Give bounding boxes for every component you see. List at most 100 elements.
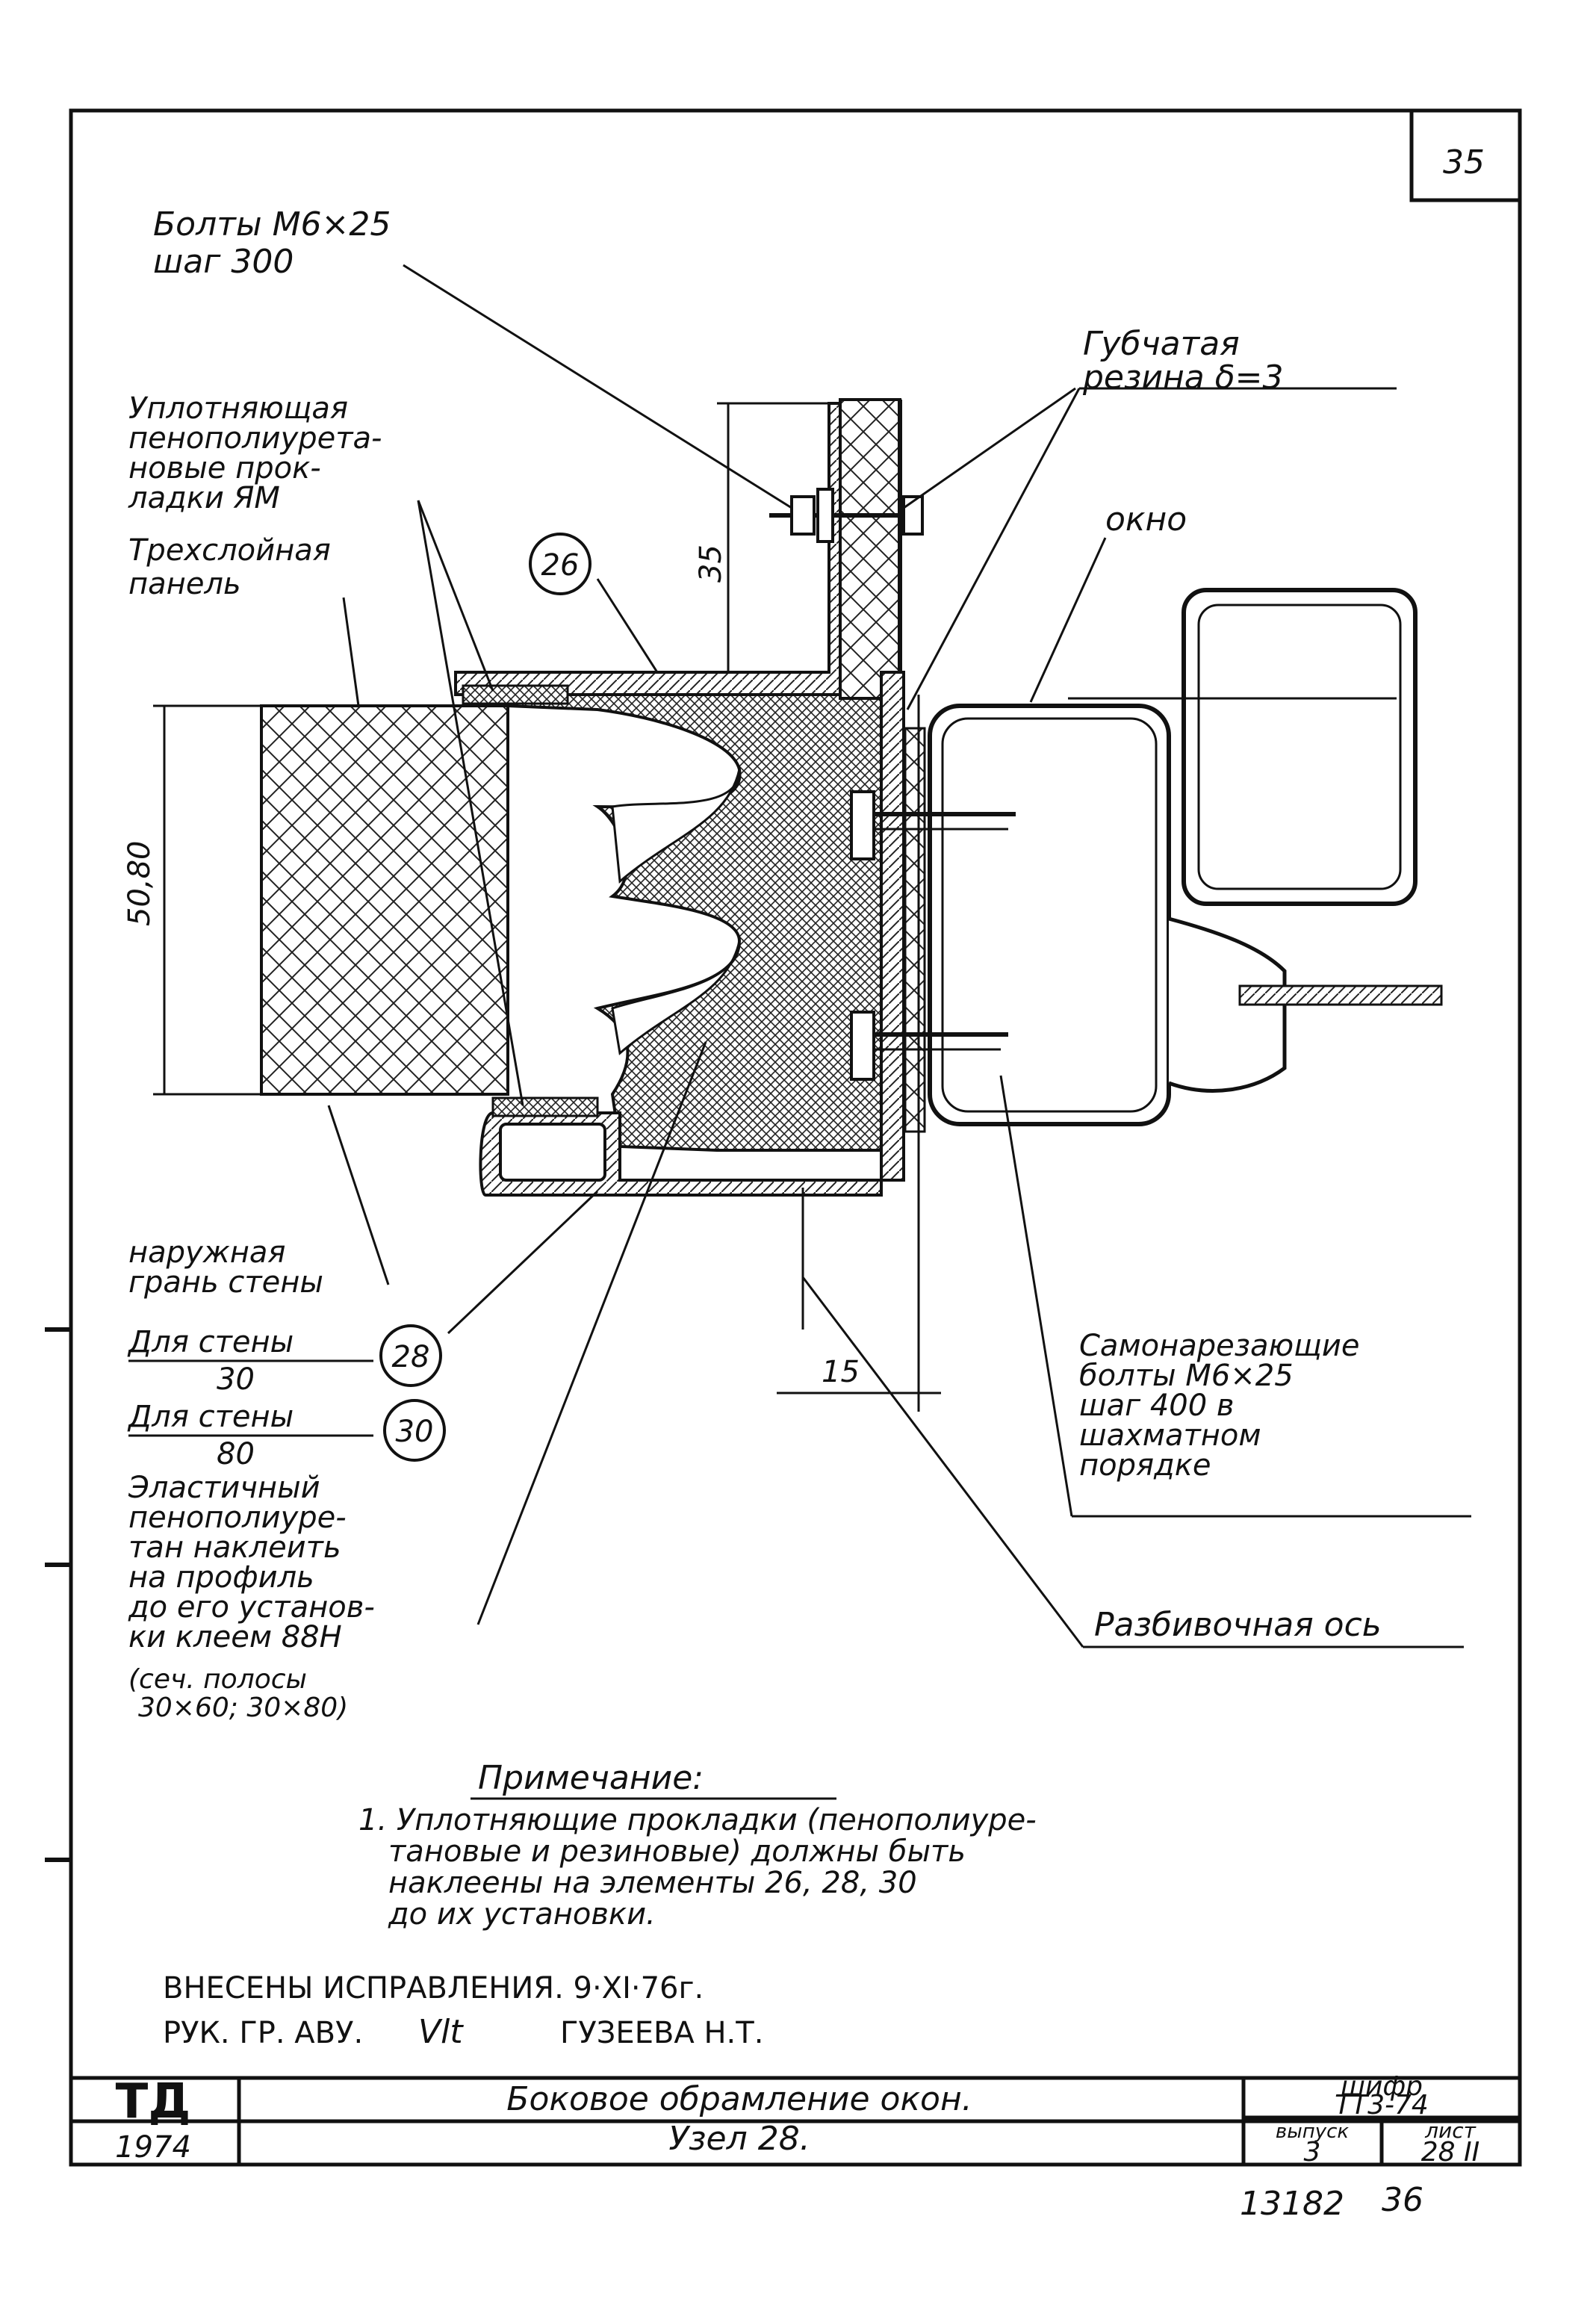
label-bolts: Болты М6×25 шаг 300 [153, 205, 391, 281]
callout-28: 28 [379, 1324, 442, 1387]
elastic-foam-fill [507, 670, 883, 1152]
code-label: шифр [1341, 2071, 1423, 2102]
window-frame-inner [941, 717, 1158, 1113]
issue: 3 [1304, 2137, 1321, 2168]
revision-note: ВНЕСЕНЫ ИСПРАВЛЕНИЯ. 9·XI·76г. РУК. ГР. … [163, 1971, 763, 2051]
label-window: окно [1105, 500, 1187, 539]
note-title: Примечание: [478, 1759, 704, 1797]
glazing-bead [1238, 984, 1443, 1006]
seal-strip-bottom [491, 1096, 599, 1117]
dimensions: 35 50,80 15 [122, 402, 941, 1394]
svg-text:ВНЕСЕНЫ ИСПРАВЛЕНИЯ. 9·XI·76г: ВНЕСЕНЫ ИСПРАВЛЕНИЯ. 9·XI·76г. [163, 1971, 704, 2005]
dim-15: 15 [822, 1355, 860, 1389]
dim-50-80: 50,80 [122, 840, 157, 926]
svg-text:Болты М6×25: Болты М6×25 [153, 205, 391, 243]
drawing-subtitle: Узел 28. [668, 2120, 810, 2158]
seal-strip-top [462, 684, 569, 705]
svg-text:ГУЗЕЕВА Н.Т.: ГУЗЕЕВА Н.Т. [560, 2016, 763, 2050]
svg-text:30×60; 30×80): 30×60; 30×80) [138, 1693, 348, 1723]
svg-text:пенополиурета-: пенополиурета- [128, 421, 382, 456]
window-frame-outer [928, 704, 1171, 1126]
svg-text:80: 80 [217, 1437, 255, 1471]
label-self-tapping-bolts: Самонарезающие болты М6×25 шаг 400 в шах… [1079, 1329, 1360, 1483]
label-wall-80: Для стены 80 [127, 1400, 373, 1471]
callout-30: 30 [383, 1399, 446, 1462]
svg-text:Губчатая: Губчатая [1083, 325, 1240, 363]
svg-text:РУК. ГР. АВУ.: РУК. ГР. АВУ. [163, 2016, 363, 2050]
svg-text:шаг 400 в: шаг 400 в [1079, 1389, 1234, 1423]
section-drawing [260, 398, 1443, 1412]
sheet-number-box [1409, 108, 1522, 202]
svg-text:Для стены: Для стены [127, 1325, 294, 1359]
svg-text:грань стены: грань стены [128, 1265, 323, 1300]
svg-text:Уплотняющая: Уплотняющая [128, 391, 348, 426]
self-tapping-bolt-1 [850, 790, 1016, 860]
svg-text:тановые и резиновые) должны бы: тановые и резиновые) должны быть [388, 1834, 966, 1869]
self-tapping-bolt-2 [850, 1011, 1008, 1081]
sheet: 28 II [1421, 2137, 1480, 2168]
svg-text:Для стены: Для стены [127, 1400, 294, 1434]
org-mark: ТД [116, 2074, 191, 2129]
label-elastic-foam: Эластичный пенополиуре- тан наклеить на … [128, 1471, 375, 1654]
svg-text:болты М6×25: болты М6×25 [1079, 1359, 1294, 1393]
sheet-label: лист [1424, 2118, 1476, 2143]
svg-text:28: 28 [392, 1340, 430, 1374]
sponge-rubber-pad [839, 398, 901, 700]
title-block: ТД 1974 Боковое обрамление окон. Узел 28… [71, 2071, 1520, 2168]
label-strips: (сеч. полосы 30×60; 30×80) [128, 1664, 348, 1723]
svg-text:Эластичный: Эластичный [128, 1471, 320, 1505]
sheet-number: 35 [1443, 143, 1485, 182]
tongue-cutout [611, 769, 741, 884]
drawing-title: Боковое обрамление окон. [506, 2080, 972, 2118]
callout-26: 26 [529, 533, 591, 595]
page-number: 36 [1382, 2181, 1423, 2219]
svg-text:шахматном: шахматном [1079, 1418, 1261, 1453]
dim-35: 35 [694, 545, 728, 583]
label-panel: Трехслойная панель [128, 533, 331, 601]
issue-label: выпуск [1276, 2120, 1350, 2143]
svg-text:панель: панель [128, 567, 241, 601]
profile-26 [454, 402, 853, 696]
svg-text:наклеены на элементы 26, 28, 3: наклеены на элементы 26, 28, 30 [388, 1866, 917, 1900]
label-sponge-rubber: Губчатая резина δ=3 [1082, 325, 1284, 397]
svg-text:шаг 300: шаг 300 [153, 243, 294, 281]
svg-text:ладки ЯМ: ладки ЯМ [128, 481, 280, 515]
svg-text:до их установки.: до их установки. [388, 1897, 656, 1932]
svg-text:ки клеем 88Н: ки клеем 88Н [128, 1620, 342, 1654]
window-sash-outer [1182, 588, 1418, 906]
svg-text:наружная: наружная [128, 1235, 286, 1270]
svg-text:1. Уплотняющие прокладки (пено: 1. Уплотняющие прокладки (пенополиуре- [358, 1803, 1037, 1837]
label-wall-30: Для стены 30 [127, 1325, 373, 1397]
vertical-flange [880, 671, 905, 1182]
rubber-strip [904, 727, 926, 1133]
inventory-number: 13182 [1240, 2185, 1344, 2223]
bolt-m6-top [769, 488, 924, 543]
svg-text:на профиль: на профиль [128, 1560, 314, 1595]
svg-text:30: 30 [396, 1415, 434, 1449]
signature: Vlt [418, 2013, 464, 2051]
svg-text:пенополиуре-: пенополиуре- [128, 1501, 347, 1535]
label-outer-face: наружная грань стены [128, 1235, 323, 1300]
year: 1974 [115, 2130, 191, 2165]
leaders [327, 264, 1471, 1648]
label-axis: Разбивочная ось [1094, 1606, 1382, 1644]
svg-text:тан наклеить: тан наклеить [128, 1530, 341, 1565]
svg-text:резина δ=3: резина δ=3 [1082, 359, 1284, 397]
svg-text:порядке: порядке [1079, 1448, 1211, 1483]
three-layer-panel [260, 704, 509, 1096]
svg-text:30: 30 [217, 1362, 255, 1397]
svg-text:до его установ-: до его установ- [128, 1590, 375, 1625]
svg-text:Трехслойная: Трехслойная [128, 533, 331, 568]
window-bracket [1168, 916, 1287, 1093]
box-section [499, 1123, 606, 1182]
window-sash-inner [1197, 604, 1402, 890]
code: ТТ3-74 [1335, 2090, 1429, 2120]
note: Примечание: 1. Уплотняющие прокладки (пе… [358, 1759, 1037, 1932]
svg-text:26: 26 [541, 548, 580, 583]
svg-text:новые прок-: новые прок- [128, 451, 321, 485]
sheet-frame [69, 108, 1522, 2167]
tongue-cutout [611, 940, 741, 1055]
svg-text:Самонарезающие: Самонарезающие [1079, 1329, 1360, 1363]
